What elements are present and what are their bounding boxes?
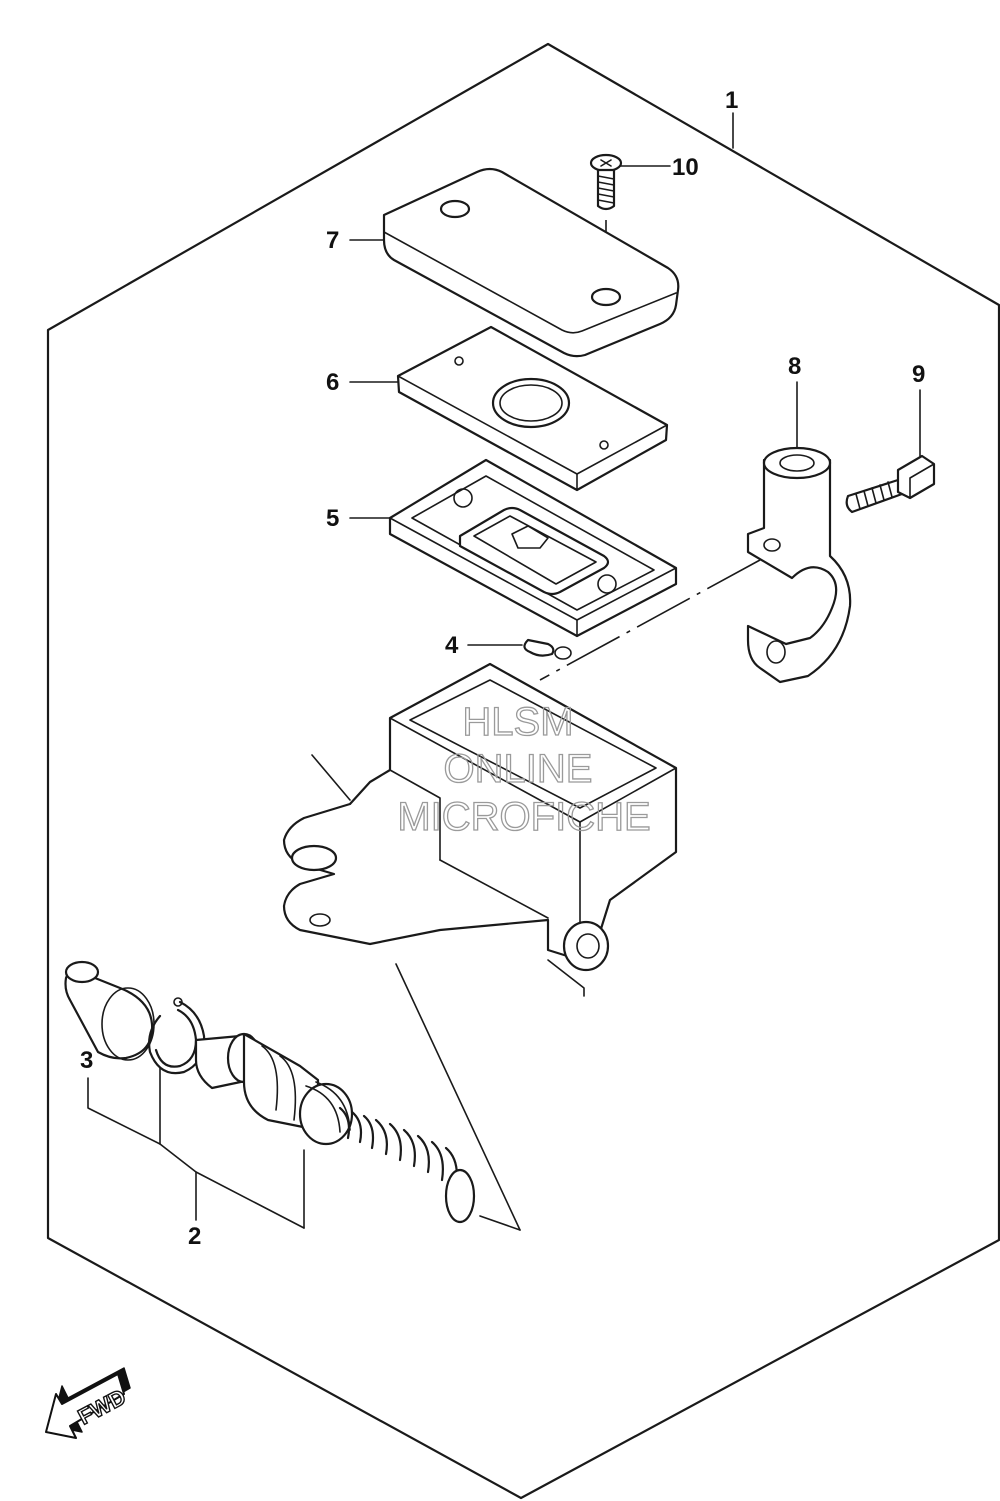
label-part-10: 10 bbox=[672, 154, 699, 181]
diaphragm-part-5 bbox=[388, 458, 678, 638]
label-part-1: 1 bbox=[725, 87, 738, 114]
circlip bbox=[148, 997, 206, 1075]
watermark-line-2: ONLINE bbox=[444, 747, 593, 791]
watermark-line-1: HLSM bbox=[462, 700, 573, 744]
cap-part-7 bbox=[382, 167, 680, 358]
piston-assembly bbox=[194, 1032, 476, 1224]
label-part-3: 3 bbox=[80, 1047, 93, 1074]
label-part-6: 6 bbox=[326, 369, 339, 396]
label-part-5: 5 bbox=[326, 505, 339, 532]
label-part-7: 7 bbox=[326, 227, 339, 254]
clip-part-4 bbox=[523, 638, 572, 660]
label-part-2: 2 bbox=[188, 1223, 201, 1250]
plate-part-6 bbox=[396, 325, 669, 492]
bolt-part-9 bbox=[845, 454, 936, 514]
watermark-line-3: MICROFICHE bbox=[397, 795, 650, 839]
label-part-8: 8 bbox=[788, 353, 801, 380]
leader-lines bbox=[87, 112, 921, 1229]
cylinder-body bbox=[282, 662, 678, 1231]
watermark: HLSM ONLINE MICROFICHE bbox=[397, 699, 652, 839]
label-part-9: 9 bbox=[912, 361, 925, 388]
assembly-boundary bbox=[46, 42, 1000, 1500]
label-part-4: 4 bbox=[445, 632, 459, 659]
boot-part-3 bbox=[64, 960, 155, 1061]
fwd-arrow-icon: FWD bbox=[45, 1367, 131, 1439]
